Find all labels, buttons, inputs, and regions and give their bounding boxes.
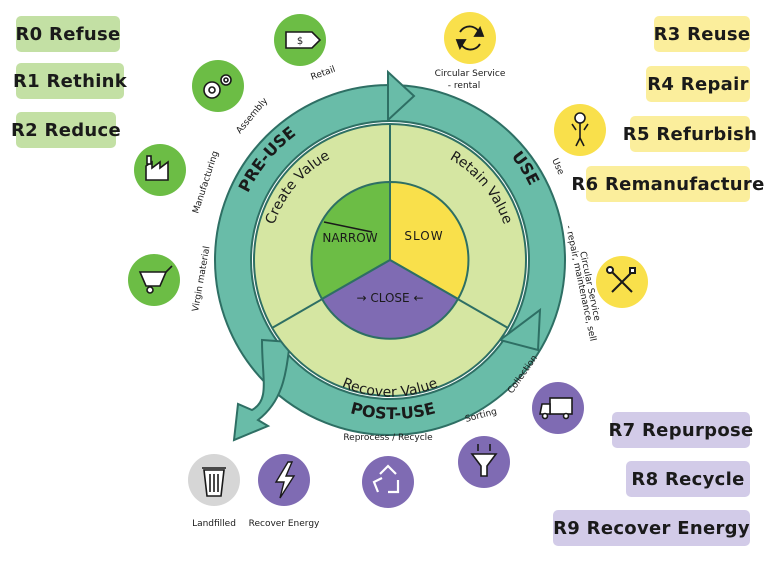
tag-r1-rethink: R1 Rethink bbox=[13, 63, 127, 99]
stage-use: Use bbox=[549, 104, 606, 177]
stage-sorting: Sorting bbox=[458, 407, 510, 488]
refresh-cycle-icon bbox=[455, 25, 485, 51]
svg-text:Retail: Retail bbox=[310, 65, 337, 83]
tag-r3-reuse: R3 Reuse bbox=[654, 16, 750, 52]
core-narrow-label: NARROW bbox=[322, 231, 377, 245]
core-close-label: → CLOSE ← bbox=[356, 291, 423, 305]
svg-text:Virgin material: Virgin material bbox=[191, 245, 212, 312]
svg-text:Use: Use bbox=[549, 157, 565, 177]
tag-r0-refuse: R0 Refuse bbox=[16, 16, 120, 52]
trash-can-icon bbox=[202, 467, 226, 497]
person-icon bbox=[571, 112, 589, 147]
tag-r2-reduce: R2 Reduce bbox=[11, 112, 121, 148]
tag-r7-repurpose: R7 Repurpose bbox=[608, 412, 753, 448]
tag-r8-recycle: R8 Recycle bbox=[626, 461, 750, 497]
ring-arrow-right bbox=[497, 307, 542, 352]
gears-icon bbox=[203, 74, 232, 99]
stage-assembly: Assembly bbox=[192, 60, 271, 136]
lightning-icon bbox=[274, 461, 296, 499]
core-slow bbox=[389, 180, 470, 301]
outer-ring-edge-inner bbox=[250, 120, 530, 400]
wheelbarrow-icon bbox=[138, 265, 173, 294]
truck-icon bbox=[539, 397, 573, 420]
price-tag-icon: $ bbox=[285, 31, 322, 49]
tag-r6-remanufacture: R6 Remanufacture bbox=[571, 166, 764, 202]
svg-text:Landfilled: Landfilled bbox=[192, 519, 236, 529]
core-narrow bbox=[310, 180, 391, 301]
factory-icon bbox=[145, 155, 169, 181]
ring-arrow-top bbox=[387, 69, 416, 123]
tag-r9-recover-energy: R9 Recover Energy bbox=[553, 510, 750, 546]
svg-text:Manufacturing: Manufacturing bbox=[191, 150, 221, 215]
stage-reprocess-recycle: Reprocess / Recycle bbox=[343, 433, 433, 508]
svg-text:- rental: - rental bbox=[448, 81, 480, 91]
narrow-arrow bbox=[323, 221, 373, 233]
svg-text:$: $ bbox=[297, 36, 303, 47]
stage-landfilled: Landfilled bbox=[188, 454, 240, 529]
stage-manufacturing: Manufacturing bbox=[134, 144, 221, 215]
stage-recover-energy: Recover Energy bbox=[249, 454, 320, 529]
svg-text:Circular Service: Circular Service bbox=[435, 69, 506, 79]
core-slow-label: SLOW bbox=[404, 229, 443, 243]
core-close bbox=[320, 258, 460, 340]
tag-r5-refurbish: R5 Refurbish bbox=[623, 116, 757, 152]
tag-r4-repair: R4 Repair bbox=[646, 66, 750, 102]
stage-virgin-material: Virgin material bbox=[128, 245, 212, 313]
tools-icon bbox=[606, 266, 636, 293]
recycle-icon bbox=[372, 464, 400, 494]
landfill-exit-arrow bbox=[232, 338, 292, 442]
stage-retail: $ Retail bbox=[274, 14, 337, 83]
stage-circular-repair: Circular Service - repair, maintenance, … bbox=[563, 225, 648, 342]
svg-text:Reprocess / Recycle: Reprocess / Recycle bbox=[343, 433, 433, 443]
funnel-icon bbox=[470, 444, 498, 477]
svg-text:Recover Energy: Recover Energy bbox=[249, 519, 320, 529]
stage-circular-rental: Circular Service - rental bbox=[435, 12, 506, 91]
svg-text:Assembly: Assembly bbox=[235, 96, 271, 136]
